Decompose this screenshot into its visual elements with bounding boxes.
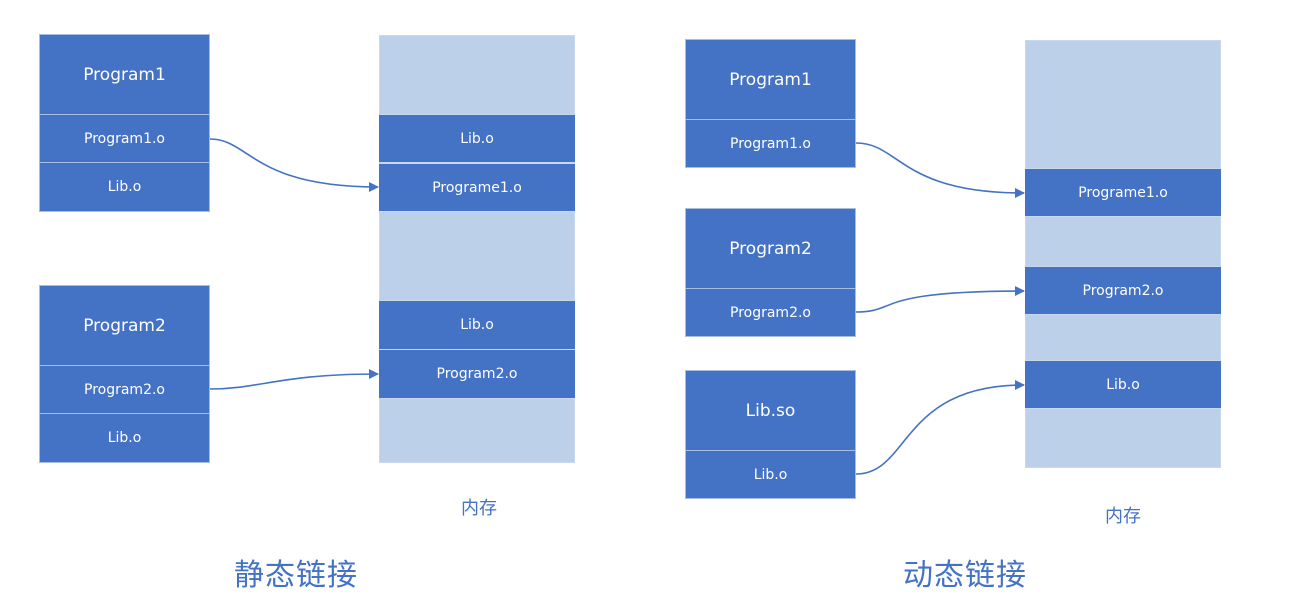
static-program1-lib: Lib.o: [39, 162, 210, 212]
static-program2-link-arrow: [209, 369, 379, 390]
static-memory-block: Program2.o: [379, 349, 575, 399]
dynamic-libso-link-arrow: [855, 380, 1025, 475]
dynamic-libso-object: Lib.o: [685, 450, 856, 499]
static-memory-block: Lib.o: [379, 114, 575, 163]
dynamic-memory-block: Lib.o: [1025, 360, 1221, 409]
static-program1-object: Program1.o: [39, 114, 210, 163]
dynamic-program1-header: Program1: [685, 39, 856, 120]
static-program2-lib: Lib.o: [39, 413, 210, 463]
static-program1-link-arrow: [209, 138, 379, 192]
static-program2-header: Program2: [39, 285, 210, 366]
dynamic-libso-header: Lib.so: [685, 370, 856, 451]
static-memory-block: Lib.o: [379, 300, 575, 350]
dynamic-memory-block: Programe1.o: [1025, 168, 1221, 217]
dynamic-program2-link-arrow: [855, 286, 1025, 313]
static-memory-label: 内存: [461, 498, 497, 519]
dynamic-program2-header: Program2: [685, 208, 856, 289]
dynamic-linking-title: 动态链接: [903, 558, 1027, 593]
dynamic-program1-link-arrow: [855, 142, 1025, 198]
static-program2-object: Program2.o: [39, 365, 210, 414]
dynamic-program1-object: Program1.o: [685, 119, 856, 168]
dynamic-memory-label: 内存: [1105, 506, 1141, 527]
dynamic-program2-object: Program2.o: [685, 288, 856, 337]
dynamic-memory-block: Program2.o: [1025, 266, 1221, 315]
static-program1-header: Program1: [39, 34, 210, 115]
static-linking-title: 静态链接: [234, 558, 358, 593]
static-memory-block: Programe1.o: [379, 163, 575, 212]
